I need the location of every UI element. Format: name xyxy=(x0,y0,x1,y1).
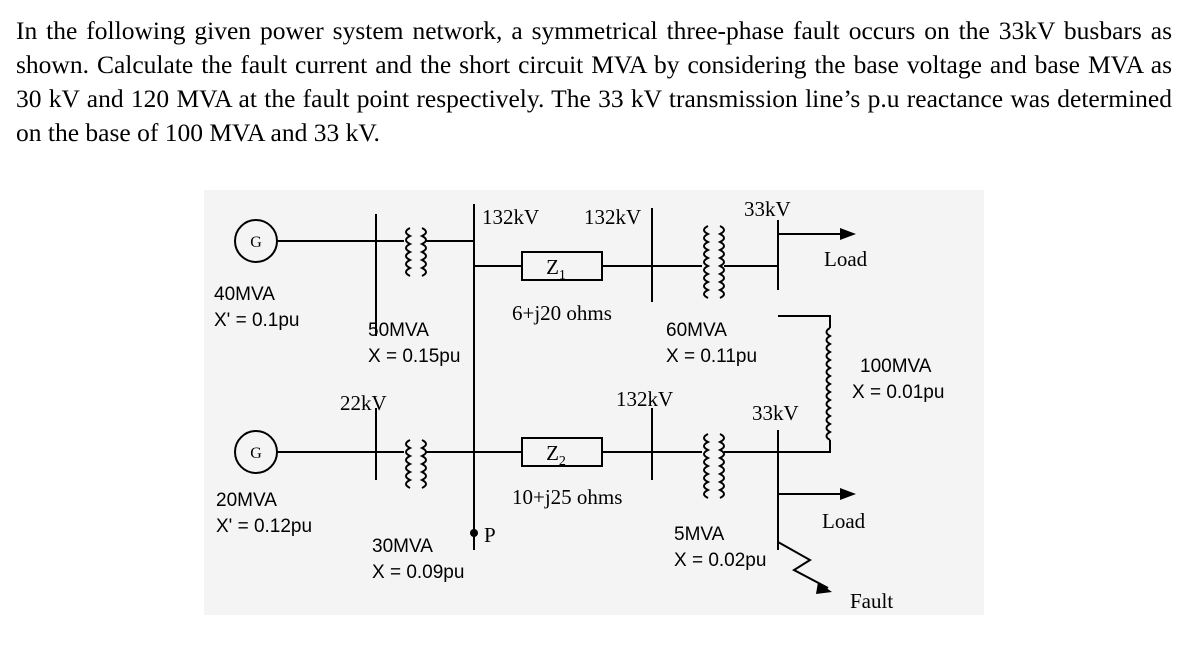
load-arrow-bottom xyxy=(840,488,856,500)
question-text: In the following given power system netw… xyxy=(16,16,1172,147)
tx3-reactance: X = 0.11pu xyxy=(666,346,757,367)
diagram-svg: G G 40MVA X' = 0.1pu 20MVA X' = 0.12pu 5… xyxy=(214,197,944,613)
gen1-symbol-label: G xyxy=(250,234,262,251)
load-top-label: Load xyxy=(824,247,868,271)
voltage-33kv-bottom: 33kV xyxy=(752,401,799,425)
fault-label: Fault xyxy=(850,589,893,613)
tx1-rating: 50MVA xyxy=(368,320,429,341)
transformer-2-symbol xyxy=(405,439,427,489)
power-system-diagram: G G 40MVA X' = 0.1pu 20MVA X' = 0.12pu 5… xyxy=(204,190,984,615)
voltage-22kv: 22kV xyxy=(340,391,387,415)
voltage-132kv-bottom: 132kV xyxy=(616,387,673,411)
tx3-rating: 60MVA xyxy=(666,320,727,341)
load-bottom-label: Load xyxy=(822,509,866,533)
transformer-1-symbol xyxy=(405,227,427,277)
line33-reactance: X = 0.01pu xyxy=(852,382,944,403)
gen2-symbol-label: G xyxy=(250,445,262,462)
tx2-reactance: X = 0.09pu xyxy=(372,562,464,583)
point-p-dot xyxy=(470,529,478,537)
z2-value: 10+j25 ohms xyxy=(512,485,622,509)
transformer-4-symbol xyxy=(703,433,725,499)
gen2-reactance: X' = 0.12pu xyxy=(216,516,312,537)
tx1-reactance: X = 0.15pu xyxy=(368,346,460,367)
generator-2 xyxy=(234,430,376,474)
line33-rating: 100MVA xyxy=(860,356,932,377)
point-p-label: P xyxy=(484,523,496,547)
tx4-reactance: X = 0.02pu xyxy=(674,550,766,571)
line-33kv-coil xyxy=(825,327,833,441)
tx4-rating: 5MVA xyxy=(674,524,725,545)
z1-label: Z1 xyxy=(546,255,566,283)
voltage-132kv-right: 132kV xyxy=(584,205,641,229)
gen1-reactance: X' = 0.1pu xyxy=(214,310,300,331)
z2-label: Z2 xyxy=(546,441,566,469)
voltage-132kv-left: 132kV xyxy=(482,205,539,229)
voltage-33kv-top: 33kV xyxy=(744,197,791,221)
gen1-rating: 40MVA xyxy=(214,284,275,305)
load-arrow-top xyxy=(840,228,856,240)
transformer-3-symbol xyxy=(703,225,725,299)
z1-value: 6+j20 ohms xyxy=(512,301,612,325)
fault-symbol xyxy=(777,541,832,594)
gen2-rating: 20MVA xyxy=(216,490,277,511)
generator-1 xyxy=(234,219,376,263)
tx2-rating: 30MVA xyxy=(372,536,433,557)
